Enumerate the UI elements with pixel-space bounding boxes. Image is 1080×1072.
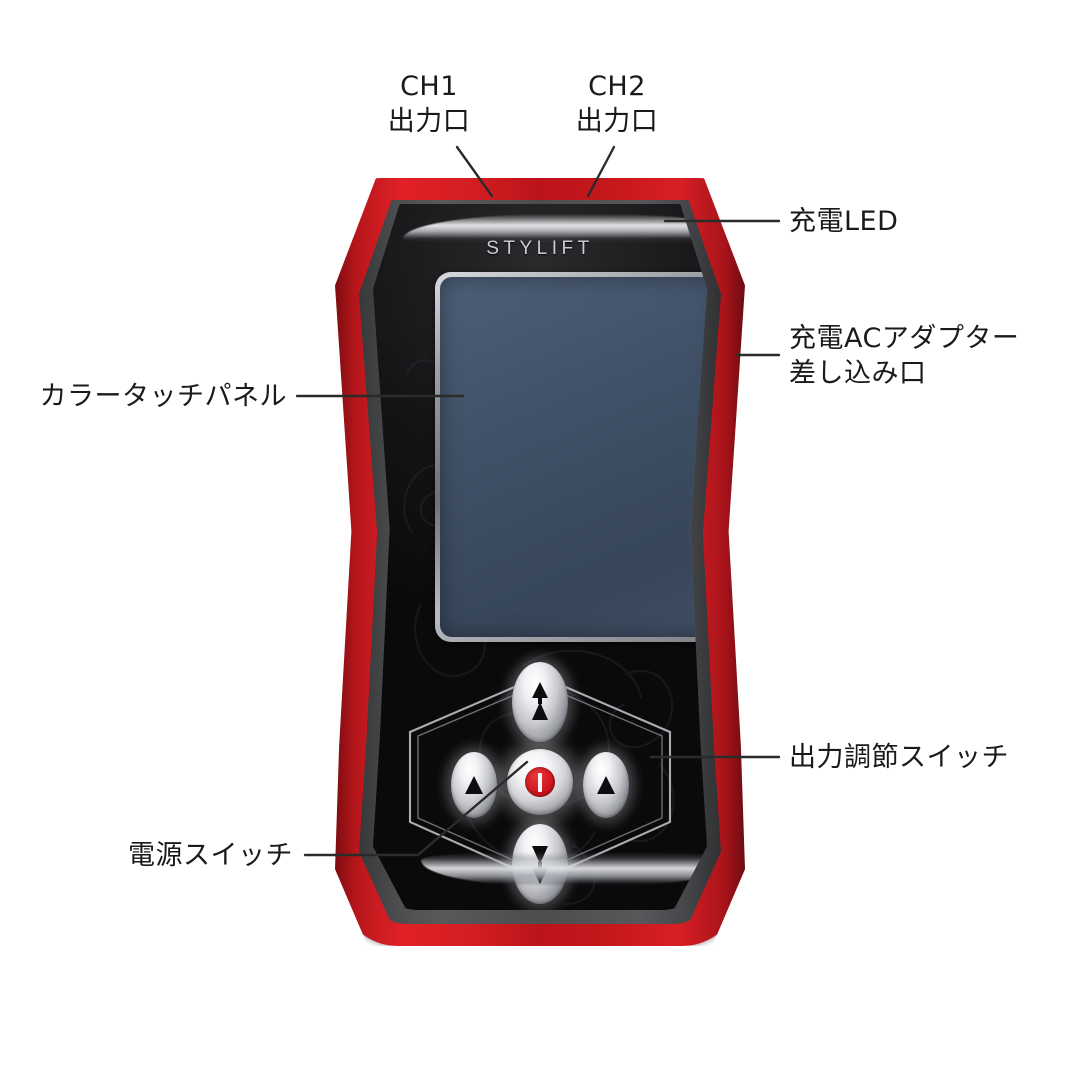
callout-charge-led: 充電LED <box>789 206 899 237</box>
power-bar <box>538 772 542 792</box>
stylift-device: STYLIFT <box>335 178 745 946</box>
device-black-faceplate: STYLIFT <box>373 204 707 910</box>
triangle-up-icon <box>465 776 483 794</box>
screen-bezel <box>435 272 707 642</box>
bottom-chrome-band <box>421 852 707 886</box>
output-adjust-left-button[interactable] <box>451 752 497 818</box>
callout-ac-adapter-jack: 充電ACアダプター 差し込み口 <box>789 323 1020 389</box>
callout-ch2-port: CH2 出力口 <box>575 71 659 137</box>
double-up-arrow-icon <box>532 682 548 720</box>
color-touch-panel-screen[interactable] <box>440 277 707 637</box>
output-up-button[interactable] <box>512 662 568 742</box>
triangle-up-icon <box>597 776 615 794</box>
callout-color-touch-panel: カラータッチパネル <box>39 381 287 412</box>
power-switch-button[interactable] <box>507 749 573 815</box>
power-symbol-icon <box>525 767 555 797</box>
callout-output-adjust-switch: 出力調節スイッチ <box>789 742 1009 773</box>
brand-logo: STYLIFT <box>486 238 594 259</box>
callout-power-switch: 電源スイッチ <box>128 840 293 871</box>
output-adjust-right-button[interactable] <box>583 752 629 818</box>
callout-ch1-port: CH1 出力口 <box>387 71 471 137</box>
